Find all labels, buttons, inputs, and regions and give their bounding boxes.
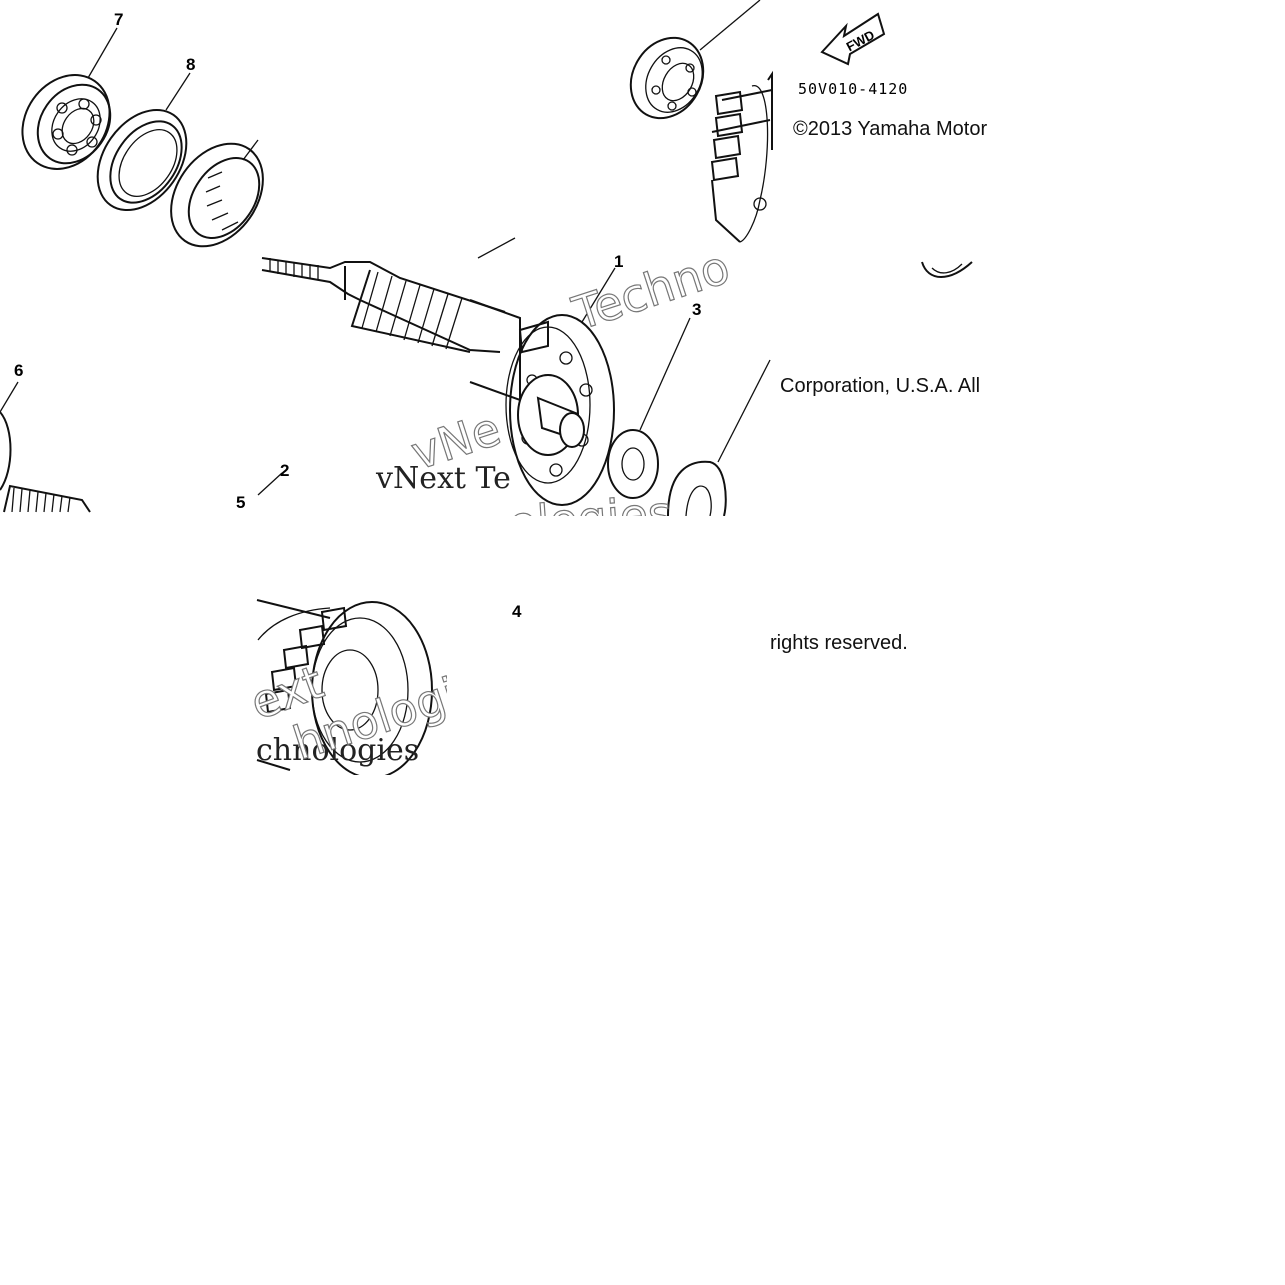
fwd-label: FWD	[844, 27, 877, 54]
callout-8: 8	[186, 55, 195, 74]
watermark-text-a: vNext Te	[375, 461, 511, 496]
callout-numbers: 7 8 1 3 6 2 5 4	[14, 10, 701, 621]
copyright-line-1: ©2013 Yamaha Motor	[793, 118, 987, 140]
copyright-notice: ©2013 Yamaha Motor Corporation, U.S.A. A…	[770, 118, 987, 654]
gear-lower	[256, 598, 447, 779]
bearing-top-right	[629, 36, 705, 120]
shaft-fragment-left	[0, 411, 91, 513]
callout-7: 7	[114, 10, 123, 29]
callout-2: 2	[280, 461, 289, 480]
copyright-line-2: Corporation, U.S.A. All	[780, 375, 980, 397]
callout-3: 3	[692, 300, 701, 319]
gear-top-right	[705, 70, 773, 243]
part-fragment	[921, 261, 973, 278]
seal-8	[96, 108, 188, 212]
callout-6: 6	[14, 361, 23, 380]
bearing-7	[21, 74, 112, 170]
washer-3	[607, 429, 659, 499]
washer-4	[667, 460, 727, 517]
copyright-line-3: rights reserved.	[770, 632, 908, 654]
callout-4: 4	[512, 602, 522, 621]
fwd-arrow-icon: FWD	[820, 12, 886, 66]
callout-5: 5	[236, 493, 245, 512]
needle-bearing	[170, 139, 264, 248]
watermark-text-e: chnologies	[256, 733, 419, 768]
callout-1: 1	[614, 252, 623, 271]
diagram-code: 50V010-4120	[798, 80, 908, 98]
